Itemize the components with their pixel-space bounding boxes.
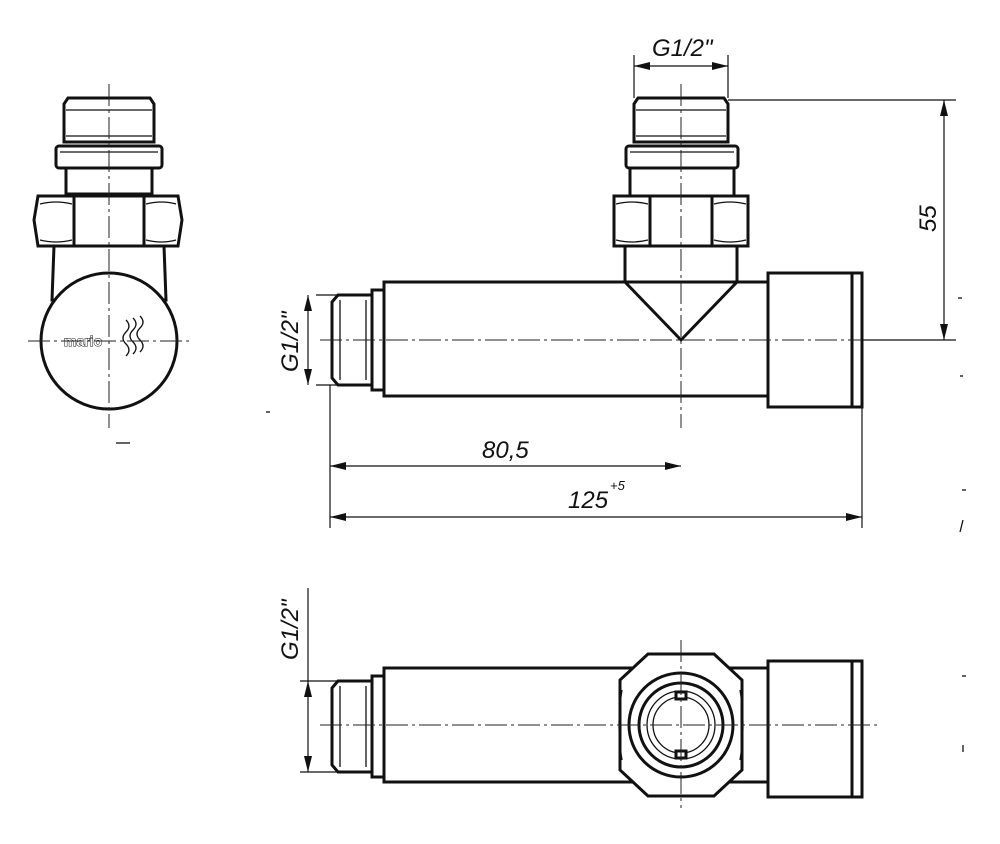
height-label: 55	[915, 205, 942, 232]
bottom-view-dimensions: G1/2"	[277, 588, 338, 773]
front-view	[320, 84, 880, 428]
offset-label: 80,5	[482, 437, 529, 464]
bottom-view	[320, 640, 880, 808]
left-side-view: mario	[28, 84, 190, 444]
length-label: 125	[568, 487, 609, 514]
thread-top-label: G1/2"	[652, 35, 714, 62]
length-tolerance-label: +5	[610, 478, 626, 493]
brand-logo: mario	[64, 333, 102, 349]
front-view-dimensions: G1/2" 55 G1/2" 80,5 125 +5	[277, 35, 956, 528]
thread-side-label: G1/2"	[277, 310, 304, 372]
scan-marks	[266, 297, 966, 752]
thread-bottom-label: G1/2"	[277, 598, 304, 660]
mario-waves-icon	[122, 315, 144, 357]
